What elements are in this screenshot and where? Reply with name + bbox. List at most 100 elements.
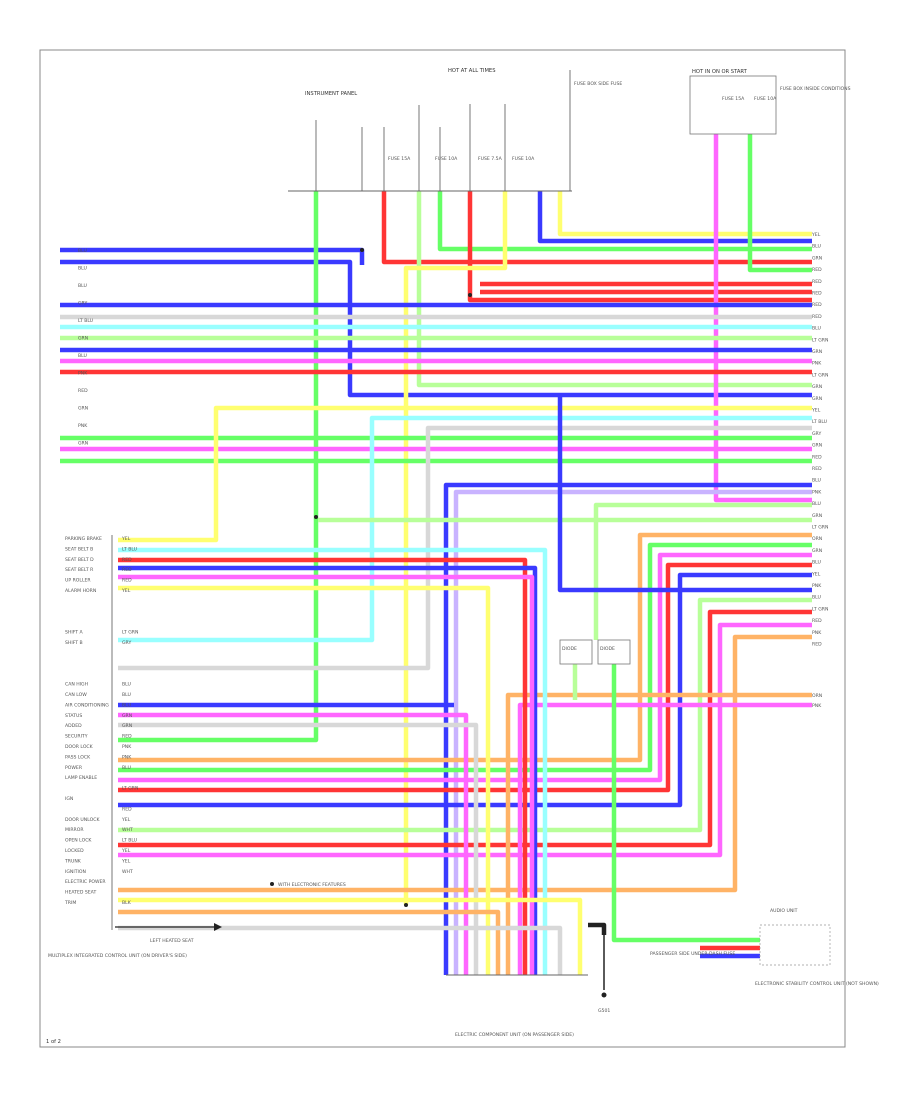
left-pin-label: SECURITY	[65, 734, 88, 740]
wire-orange-mid	[118, 532, 812, 763]
right-wire-code: ORN	[812, 536, 822, 542]
wire-green-fuse	[747, 134, 812, 273]
diode-box-1	[559, 639, 593, 665]
left-pin-label: OPEN LOCK	[65, 838, 92, 844]
wire-blue-mid3	[118, 572, 812, 808]
left-pin-label: MIRROR	[65, 827, 84, 833]
left-top-code: GRY	[78, 301, 87, 307]
right-wire-code: GRN	[812, 349, 822, 355]
components	[111, 70, 831, 998]
fuse-label: FUSE 7.5A	[478, 156, 503, 162]
right-wire-code: RED	[812, 314, 822, 320]
label-diode-1: DIODE	[562, 646, 577, 652]
left-pin-label: DOOR UNLOCK	[65, 817, 100, 823]
wire-orange-bot	[505, 692, 812, 975]
right-wire-code: RED	[812, 642, 822, 648]
left-top-code: BLU	[78, 248, 87, 254]
wire-red-mid4	[118, 562, 812, 793]
wire-lgreen-diode	[593, 502, 812, 640]
left-top-code: GRN	[78, 336, 88, 342]
wire-violet-bot	[453, 489, 812, 975]
left-top-code: RED	[78, 388, 88, 394]
left-pin-label: STATUS	[65, 713, 82, 719]
left-wire-code: WHT	[122, 827, 133, 833]
left-wire-code: GRY	[122, 640, 131, 646]
diode-box-2	[597, 639, 631, 665]
right-extra-code: ORN	[812, 693, 822, 699]
left-pin-label: HEATED SEAT	[65, 890, 96, 896]
wire-pink-bot	[517, 702, 812, 975]
wire-yellow-lower	[118, 585, 491, 975]
label-multiplex-unit: MULTIPLEX INTEGRATED CONTROL UNIT (ON DR…	[48, 953, 187, 959]
right-wire-code: BLU	[812, 501, 821, 507]
fuse-label: FUSE 15A	[722, 96, 745, 102]
label-passenger-under-dash: PASSENGER SIDE UNDER-DASH FUSE	[650, 951, 735, 957]
label-esc-unit: ELECTRONIC STABILITY CONTROL UNIT (NOT S…	[755, 981, 879, 987]
right-wire-code: LT BLU	[812, 419, 827, 425]
fuse-label: FUSE 10A	[512, 156, 535, 162]
left-wire-code: LT GRN	[122, 786, 138, 792]
left-wire-code: BLU	[122, 682, 131, 688]
right-extra-code: PNK	[812, 703, 822, 709]
wire-lgreen-vert	[416, 191, 812, 388]
right-wire-code: GRN	[812, 443, 822, 449]
label-fuse-box-inside: FUSE BOX INSIDE CONDITIONS	[780, 86, 851, 92]
left-wire-code: RED	[122, 567, 132, 573]
wire-lblue-loop	[118, 415, 812, 643]
wire-green-top	[437, 191, 812, 252]
wires	[60, 134, 812, 975]
right-wire-code: LT GRN	[812, 606, 828, 612]
left-pin-label: SEAT BELT R	[65, 567, 94, 573]
left-wire-code: LT GRN	[122, 630, 138, 636]
label-instrument-panel: INSTRUMENT PANEL	[305, 91, 357, 97]
left-pin-label: IGNITION	[65, 869, 86, 875]
left-pin-label: TRIM	[64, 900, 76, 906]
left-top-code: GRN	[78, 441, 88, 447]
left-pin-label: PASS LOCK	[65, 754, 91, 760]
left-pin-label: CAN HIGH	[65, 682, 88, 688]
junction-dot	[404, 903, 408, 907]
left-wire-code: GRN	[122, 713, 132, 719]
ground-icon	[601, 930, 607, 998]
left-wire-code: BLU	[122, 765, 131, 771]
right-wire-code: PNK	[812, 361, 822, 367]
fuse-bracket	[469, 70, 571, 191]
left-pin-label: LAMP ENABLE	[65, 775, 97, 781]
label-diode-2: DIODE	[600, 646, 615, 652]
fuse-label: FUSE 10A	[754, 96, 777, 102]
wire-lgreen-low	[118, 597, 812, 833]
right-wire-code: LT GRN	[812, 337, 828, 343]
diagram-frame	[39, 49, 846, 1048]
right-wire-code: BLU	[812, 326, 821, 332]
right-wire-code: GRN	[812, 384, 822, 390]
wire-pink-mid2	[118, 552, 812, 783]
wire-yellow-bottom	[118, 897, 583, 975]
wire-yellow-loop	[118, 405, 812, 543]
left-wire-code: LT BLU	[122, 546, 137, 552]
fuse-label: FUSE 10A	[435, 156, 458, 162]
label-footer-code: 1 of 2	[46, 1039, 61, 1045]
left-pin-label: LOCKED	[65, 848, 84, 854]
wire-black-ground	[588, 922, 607, 935]
wire-blue-lower-1	[118, 565, 538, 975]
wire-green-mid2	[118, 542, 812, 773]
left-pin-label: SHIFT A	[65, 630, 84, 636]
label-annotation: WITH ELECTRONIC FEATURES	[278, 882, 346, 888]
left-top-code: BLU	[78, 266, 87, 272]
left-pin-label: ELECTRIC POWER	[65, 879, 106, 885]
left-wire-code: BLK	[122, 900, 132, 906]
left-wire-code: GRN	[122, 723, 132, 729]
left-wire-code: BLU	[122, 692, 131, 698]
wire-blue-riser	[557, 395, 812, 593]
left-wire-code: RED	[122, 734, 132, 740]
left-wire-code: RED	[122, 557, 132, 563]
left-pin-label: ALARM HORN	[65, 588, 96, 594]
right-wire-code: GRN	[812, 513, 822, 519]
left-wire-code: LT BLU	[122, 838, 137, 844]
left-pin-label: PARKING BRAKE	[65, 536, 102, 542]
junction-dot	[360, 248, 364, 252]
left-top-code: BLU	[78, 283, 87, 289]
right-wire-code: RED	[812, 466, 822, 472]
right-wire-code: RED	[812, 291, 822, 297]
wire-blue-top	[537, 191, 812, 244]
